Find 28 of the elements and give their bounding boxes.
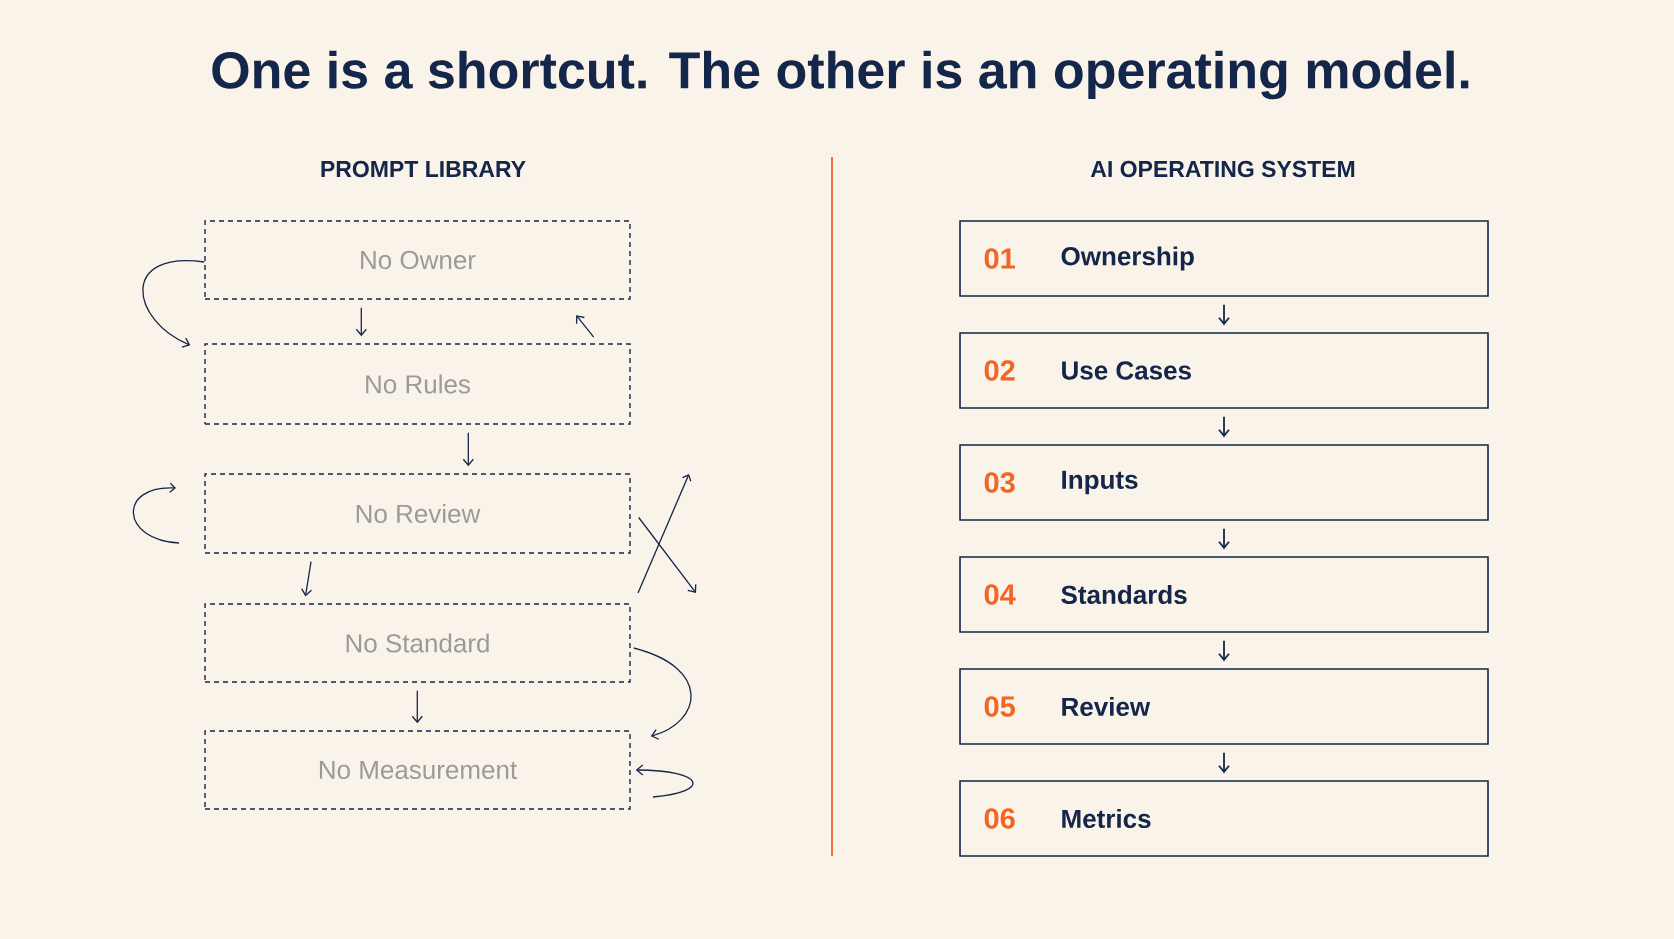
step-box: 03 Inputs xyxy=(959,444,1489,521)
section-heading: PROMPT LIBRARY xyxy=(321,160,526,178)
arrow xyxy=(462,432,474,467)
section-heading: AI OPERATING SYSTEM xyxy=(1090,160,1355,178)
arrow xyxy=(638,516,697,593)
step-box: 06 Metrics xyxy=(959,780,1489,857)
arrow xyxy=(1218,415,1230,438)
arrow xyxy=(633,647,692,740)
dashed-box: No Standard xyxy=(204,603,631,683)
arrow xyxy=(1218,751,1230,774)
dashed-box: No Rules xyxy=(204,343,631,425)
dashed-box: No Owner xyxy=(204,220,631,300)
step-box: 02 Use Cases xyxy=(959,332,1489,409)
arrow xyxy=(1218,639,1230,662)
title: One is a shortcut. The other is an operating model. xyxy=(212,50,1469,100)
arrow xyxy=(142,260,205,348)
dashed-box: No Review xyxy=(204,473,631,554)
arrow xyxy=(300,560,313,597)
arrow xyxy=(355,307,367,337)
dashed-box: No Measurement xyxy=(204,730,631,810)
arrow xyxy=(1218,527,1230,550)
arrow xyxy=(575,315,595,338)
arrow xyxy=(411,690,423,724)
step-box: 01 Ownership xyxy=(959,220,1489,297)
step-box: 05 Review xyxy=(959,668,1489,745)
step-box: 04 Standards xyxy=(959,556,1489,633)
arrow xyxy=(635,764,694,798)
arrow xyxy=(1218,303,1230,326)
